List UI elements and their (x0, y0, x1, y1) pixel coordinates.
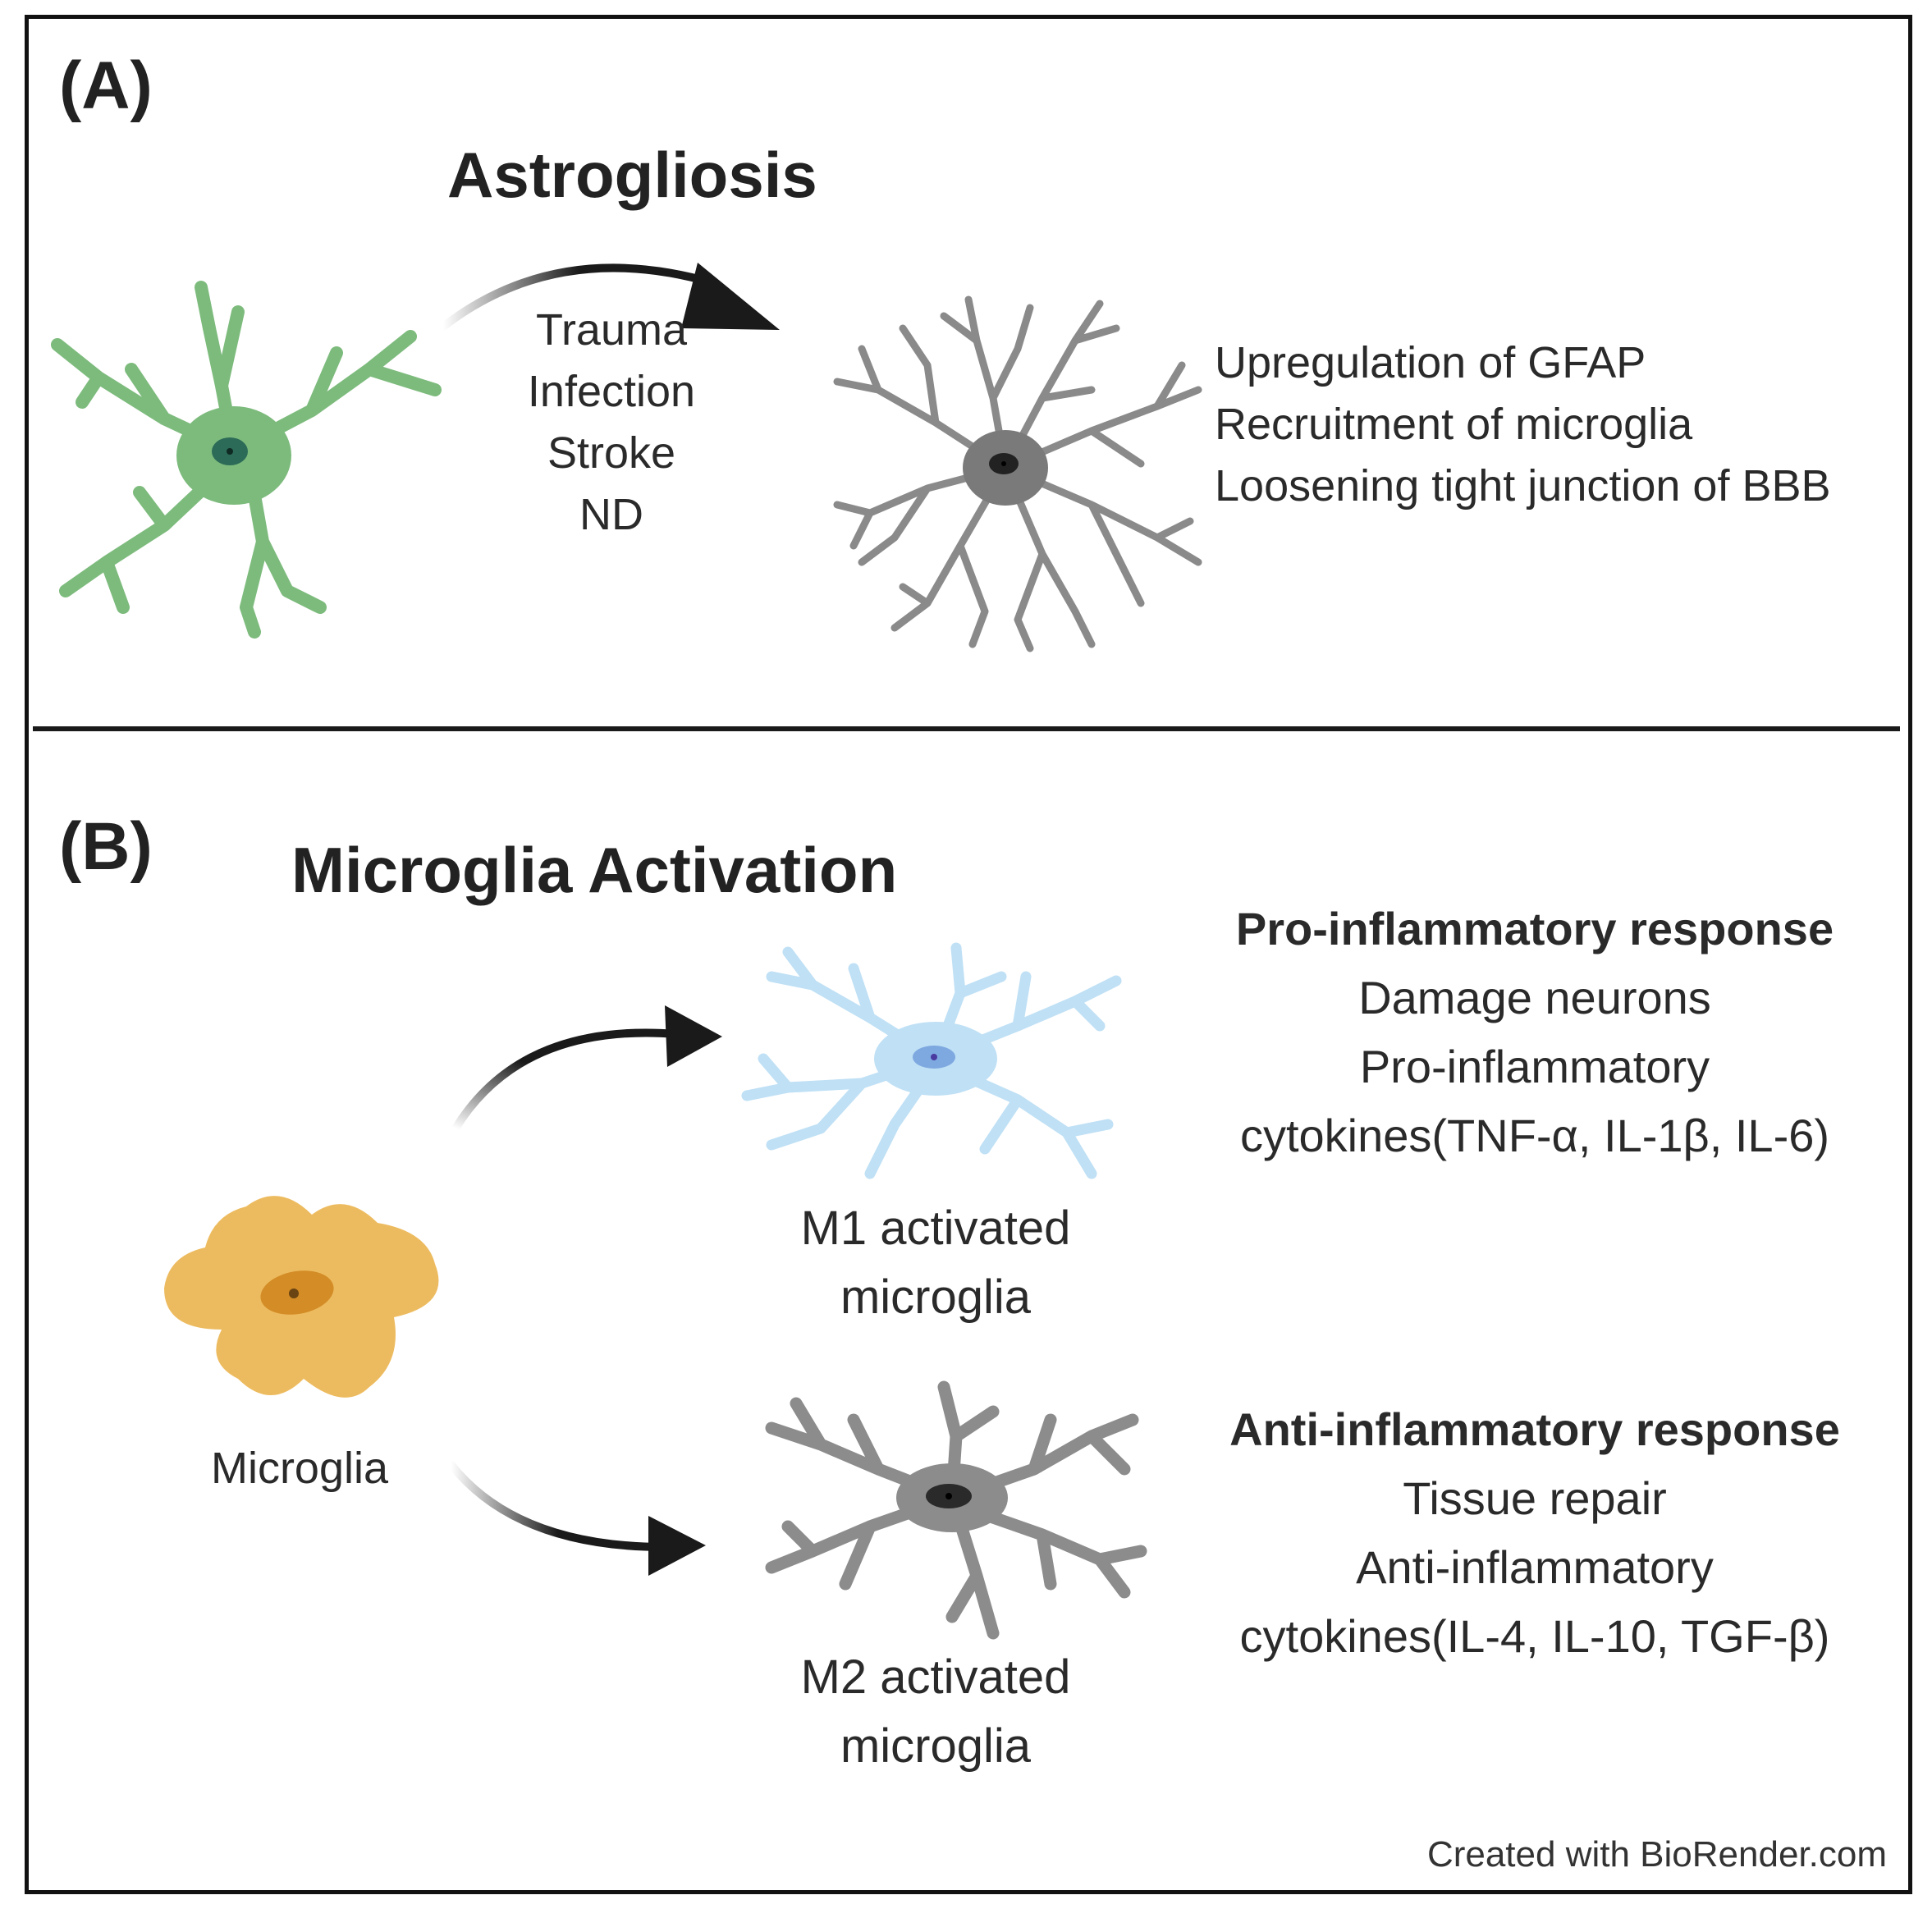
m1-microglia-cell (741, 942, 1122, 1179)
figure-frame (25, 15, 1912, 1894)
m2-response-line: Anti-inflammatory (1356, 1541, 1714, 1593)
m2-microglia-cell (765, 1380, 1147, 1640)
m1-label: M1 activated microglia (739, 1194, 1133, 1332)
panel-b-title: Microglia Activation (291, 834, 898, 906)
m2-response-title: Anti-inflammatory response (1229, 1403, 1840, 1455)
arrow-to-m1 (451, 1005, 722, 1133)
m2-response-line: Tissue repair (1403, 1472, 1667, 1524)
m1-response: Pro-inflammatory response Damage neurons… (1182, 895, 1888, 1170)
trigger-item: Trauma (535, 305, 688, 355)
microglia-label: Microglia (210, 1444, 389, 1493)
astrocyte-cell (51, 281, 442, 639)
panel-divider (33, 726, 1900, 731)
trigger-item: Stroke (547, 428, 676, 478)
reactive-astrocyte-cell (833, 295, 1202, 652)
trigger-list: Trauma Infection Stroke ND (492, 300, 730, 546)
astrogliosis-effects: Upregulation of GFAP Recruitment of micr… (1215, 332, 1888, 517)
effect-item: Loosening tight junction of BBB (1215, 461, 1831, 510)
m2-response-line: cytokines(IL-4, IL-10, TGF-β) (1239, 1610, 1830, 1662)
panel-a-label: (A) (59, 48, 153, 123)
m1-response-line: Damage neurons (1358, 972, 1711, 1023)
m2-label-line: M2 activated (800, 1650, 1071, 1704)
trigger-item: Infection (527, 367, 696, 416)
m1-response-line: Pro-inflammatory (1359, 1041, 1710, 1092)
panel-b-label: (B) (59, 809, 153, 884)
m2-label: M2 activated microglia (739, 1643, 1133, 1781)
m2-label-line: microglia (840, 1719, 1032, 1773)
microglia-cell (164, 1196, 439, 1398)
panel-a-title: Astrogliosis (447, 139, 817, 211)
m2-response: Anti-inflammatory response Tissue repair… (1182, 1395, 1888, 1671)
effect-item: Upregulation of GFAP (1215, 338, 1646, 387)
trigger-item: ND (579, 490, 643, 539)
effect-item: Recruitment of microglia (1215, 400, 1693, 449)
biorender-credit: Created with BioRender.com (1426, 1834, 1887, 1875)
arrow-to-m2 (447, 1461, 706, 1576)
astrogliosis-arrow (439, 263, 780, 331)
m1-label-line: M1 activated (800, 1202, 1071, 1255)
m1-response-title: Pro-inflammatory response (1235, 903, 1834, 954)
m1-label-line: microglia (840, 1270, 1032, 1324)
m1-response-line: cytokines(TNF-α, IL-1β, IL-6) (1239, 1110, 1830, 1161)
